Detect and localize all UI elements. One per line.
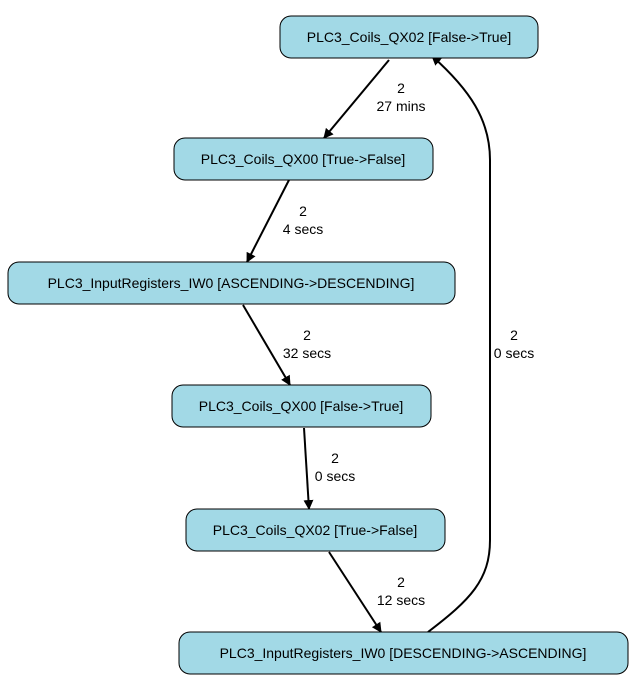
node-n1-label: PLC3_Coils_QX02 [False->True]	[307, 29, 512, 45]
node-n3-label: PLC3_InputRegisters_IW0 [ASCENDING->DESC…	[48, 275, 415, 291]
node-n1[interactable]: PLC3_Coils_QX02 [False->True]	[279, 15, 539, 59]
edge-e4-duration: 0 secs	[315, 468, 355, 484]
edge-e4: 2 0 secs	[303, 427, 355, 510]
node-n6-label: PLC3_InputRegisters_IW0 [DESCENDING->ASC…	[220, 645, 587, 661]
node-n2-box	[173, 137, 434, 181]
node-n6[interactable]: PLC3_InputRegisters_IW0 [DESCENDING->ASC…	[178, 631, 629, 675]
edge-e3-line	[242, 304, 291, 386]
edge-e1-count: 2	[397, 80, 405, 96]
edge-e5: 2 12 secs	[328, 551, 425, 633]
edge-e1: 2 27 mins	[323, 59, 426, 139]
edge-e6-count: 2	[510, 327, 518, 343]
node-n5-label: PLC3_Coils_QX02 [True->False]	[213, 522, 418, 538]
edge-e6: 2 0 secs	[427, 55, 534, 633]
edge-e6-line	[427, 55, 491, 633]
edge-e5-count: 2	[397, 574, 405, 590]
edge-e5-duration: 12 secs	[377, 592, 425, 608]
edge-e4-count: 2	[331, 450, 339, 466]
edge-e2-line	[246, 179, 290, 263]
node-n5-box	[185, 508, 446, 552]
node-n2-label: PLC3_Coils_QX00 [True->False]	[201, 151, 406, 167]
edge-e3-duration: 32 secs	[283, 345, 331, 361]
node-n4[interactable]: PLC3_Coils_QX00 [False->True]	[171, 384, 432, 428]
node-n4-box	[171, 384, 432, 428]
node-n5[interactable]: PLC3_Coils_QX02 [True->False]	[185, 508, 446, 552]
edge-e6-duration: 0 secs	[494, 345, 534, 361]
edge-e2: 2 4 secs	[246, 179, 323, 263]
node-n6-box	[178, 631, 629, 675]
edge-e2-duration: 4 secs	[283, 221, 323, 237]
edge-e1-line	[323, 59, 390, 139]
node-n4-label: PLC3_Coils_QX00 [False->True]	[199, 398, 404, 414]
edge-e3-count: 2	[303, 327, 311, 343]
node-n3[interactable]: PLC3_InputRegisters_IW0 [ASCENDING->DESC…	[7, 261, 456, 305]
edge-e5-line	[328, 551, 382, 633]
edge-e2-count: 2	[299, 203, 307, 219]
edge-e3: 2 32 secs	[242, 304, 331, 386]
edge-e1-duration: 27 mins	[376, 98, 425, 114]
edge-e4-line	[303, 427, 314, 510]
node-n1-box	[279, 15, 539, 59]
node-n2[interactable]: PLC3_Coils_QX00 [True->False]	[173, 137, 434, 181]
node-n3-box	[7, 261, 456, 305]
